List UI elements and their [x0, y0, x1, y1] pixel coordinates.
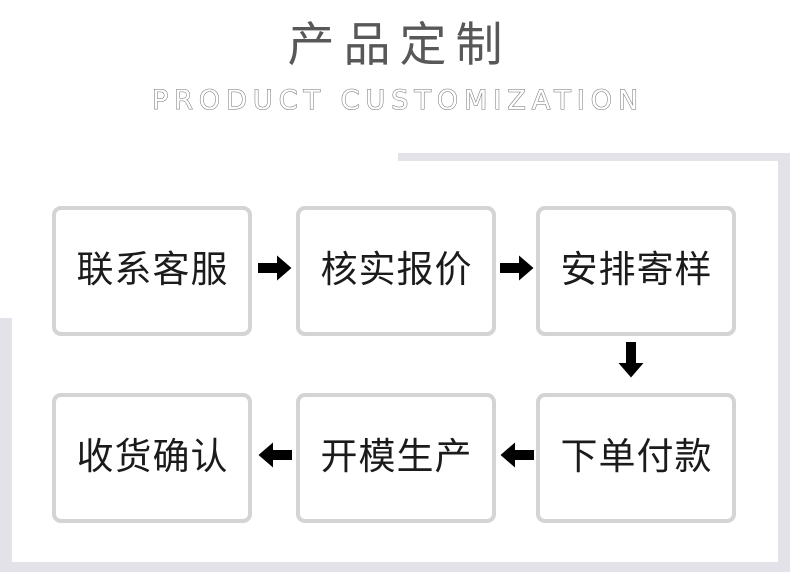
flow-step-verify-quote: 核实报价 — [296, 206, 496, 336]
arrow-right-icon — [258, 255, 292, 281]
flow-step-arrange-sample: 安排寄样 — [536, 206, 736, 336]
arrow-right-icon — [500, 255, 534, 281]
flow-step-label: 联系客服 — [76, 250, 229, 291]
flow-step-mold-production: 开模生产 — [296, 393, 496, 523]
arrow-left-icon — [500, 442, 534, 468]
frame-right-edge — [778, 153, 790, 572]
flow-step-label: 安排寄样 — [560, 250, 713, 291]
flow-step-label: 下单付款 — [560, 437, 713, 478]
flow-step-label: 开模生产 — [320, 437, 473, 478]
flow-step-label: 核实报价 — [320, 250, 473, 291]
arrow-down-icon — [618, 342, 644, 378]
arrow-left-icon — [258, 442, 292, 468]
frame-top-edge — [398, 153, 790, 161]
page-subtitle: PRODUCT CUSTOMIZATION — [151, 85, 645, 117]
flow-step-confirm-receipt: 收货确认 — [52, 393, 252, 523]
flow-step-label: 收货确认 — [76, 437, 229, 478]
flow-step-place-order-payment: 下单付款 — [536, 393, 736, 523]
frame-bottom-edge — [0, 562, 790, 572]
page-title: 产品定制 — [287, 20, 512, 72]
frame-left-edge — [0, 318, 12, 572]
flow-step-contact-service: 联系客服 — [52, 206, 252, 336]
